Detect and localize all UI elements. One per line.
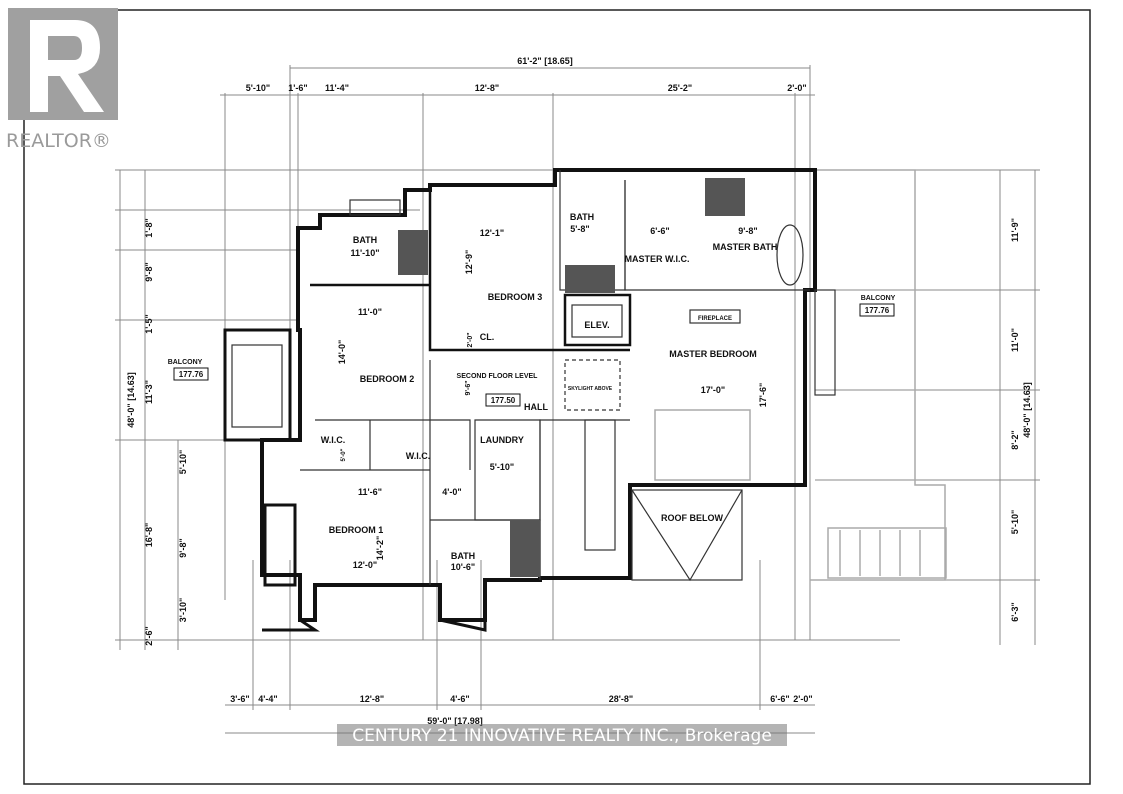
room-label: BALCONY [861,295,896,302]
room-label: W.I.C. [406,451,431,461]
room-label: BATH [451,551,475,561]
bottom-dim: 3'-6" [230,694,249,704]
left-dim: 2'-6" [144,626,154,645]
room-label: SECOND FLOOR LEVEL [457,373,539,380]
top-dim: 2'-0" [787,83,806,93]
bottom-dim: 6'-6" [770,694,789,704]
left-inner-dim: 9'-8" [178,538,188,557]
room-size: 9'-8" [738,226,757,236]
top-dim: 12'-8" [475,83,499,93]
room-label: MASTER W.I.C. [625,254,690,264]
room-size: 12'-9" [464,250,474,274]
svg-text:REALTOR®: REALTOR® [6,130,111,152]
bottom-dim: 4'-4" [258,694,277,704]
room-size: 14'-0" [337,340,347,364]
room-size: 5'-0" [341,448,347,461]
room-label: BALCONY [168,359,203,366]
room-size: 5'-10" [490,462,514,472]
left-dim: 9'-8" [144,262,154,281]
room-label: MASTER BATH [713,242,778,252]
left-dim: 16'-8" [144,523,154,547]
room-size: 5'-8" [570,224,589,234]
brokerage-watermark: CENTURY 21 INNOVATIVE REALTY INC., Broke… [352,726,772,746]
level-tag: 177.76 [179,370,204,379]
room-size: 6'-6" [650,226,669,236]
room-label: BEDROOM 3 [488,292,543,302]
level-tag: 177.50 [491,396,516,405]
room-label: MASTER BEDROOM [669,349,757,359]
room-label: CL. [480,332,495,342]
room-size: 11'-6" [358,487,382,497]
room-label: BEDROOM 1 [329,525,384,535]
bottom-total-dim: 59'-0" [17.98] [427,716,482,726]
left-inner-dim: 3'-10" [178,598,188,622]
room-size: 17'-6" [758,383,768,407]
room-label: W.I.C. [321,435,346,445]
room-size: 12'-1" [480,228,504,238]
room-size: 11'-10" [351,248,380,258]
top-dim: 11'-4" [325,83,349,93]
left-total-dim: 48'-0" [14.63] [126,372,136,427]
room-size: 14'-2" [375,536,385,560]
room-label: BATH [570,212,594,222]
bottom-dim: 2'-0" [793,694,812,704]
room-size: 17'-0" [701,385,725,395]
exterior-outline-right [810,169,947,581]
right-dim: 11'-0" [1010,328,1020,352]
walls [223,168,836,632]
room-label: SKYLIGHT ABOVE [568,386,613,392]
right-dim: 11'-9" [1010,218,1020,242]
left-inner-dim: 5'-10" [178,450,188,474]
room-label: BEDROOM 2 [360,374,415,384]
room-size: 12'-0" [353,560,377,570]
realtor-logo: REALTOR® [6,8,118,152]
right-dim: 6'-3" [1010,602,1020,621]
room-label: BATH [353,235,377,245]
bottom-dim: 12'-8" [360,694,384,704]
level-tag: 177.76 [865,306,890,315]
bottom-dim: 4'-6" [450,694,469,704]
left-dim: 11'-3" [144,380,154,404]
top-dim: 5'-10" [246,83,270,93]
bottom-dim: 28'-8" [609,694,633,704]
dimension-lines [115,65,1040,734]
left-dim: 1'-8" [144,218,154,237]
room-size: 2'-0" [467,332,474,347]
room-size: 9'-6" [465,380,472,395]
room-size: 11'-0" [358,307,382,317]
room-size: 4'-0" [442,487,461,497]
right-dim: 5'-10" [1010,510,1020,534]
top-total-dim: 61'-2" [18.65] [517,56,572,66]
drawing-frame [23,9,1091,785]
top-dim: 25'-2" [668,83,692,93]
room-label: HALL [524,402,548,412]
room-label: ROOF BELOW [661,513,723,523]
watermark-band [337,724,787,746]
room-label: FIREPLACE [698,316,732,322]
right-dim: 8'-2" [1010,430,1020,449]
left-dim: 1'-5" [144,314,154,333]
room-label: ELEV. [584,320,609,330]
room-label: LAUNDRY [480,435,524,445]
right-total-dim: 48'-0" [14.63] [1022,382,1032,437]
room-size: 10'-6" [451,562,475,572]
top-dim: 1'-6" [288,83,307,93]
